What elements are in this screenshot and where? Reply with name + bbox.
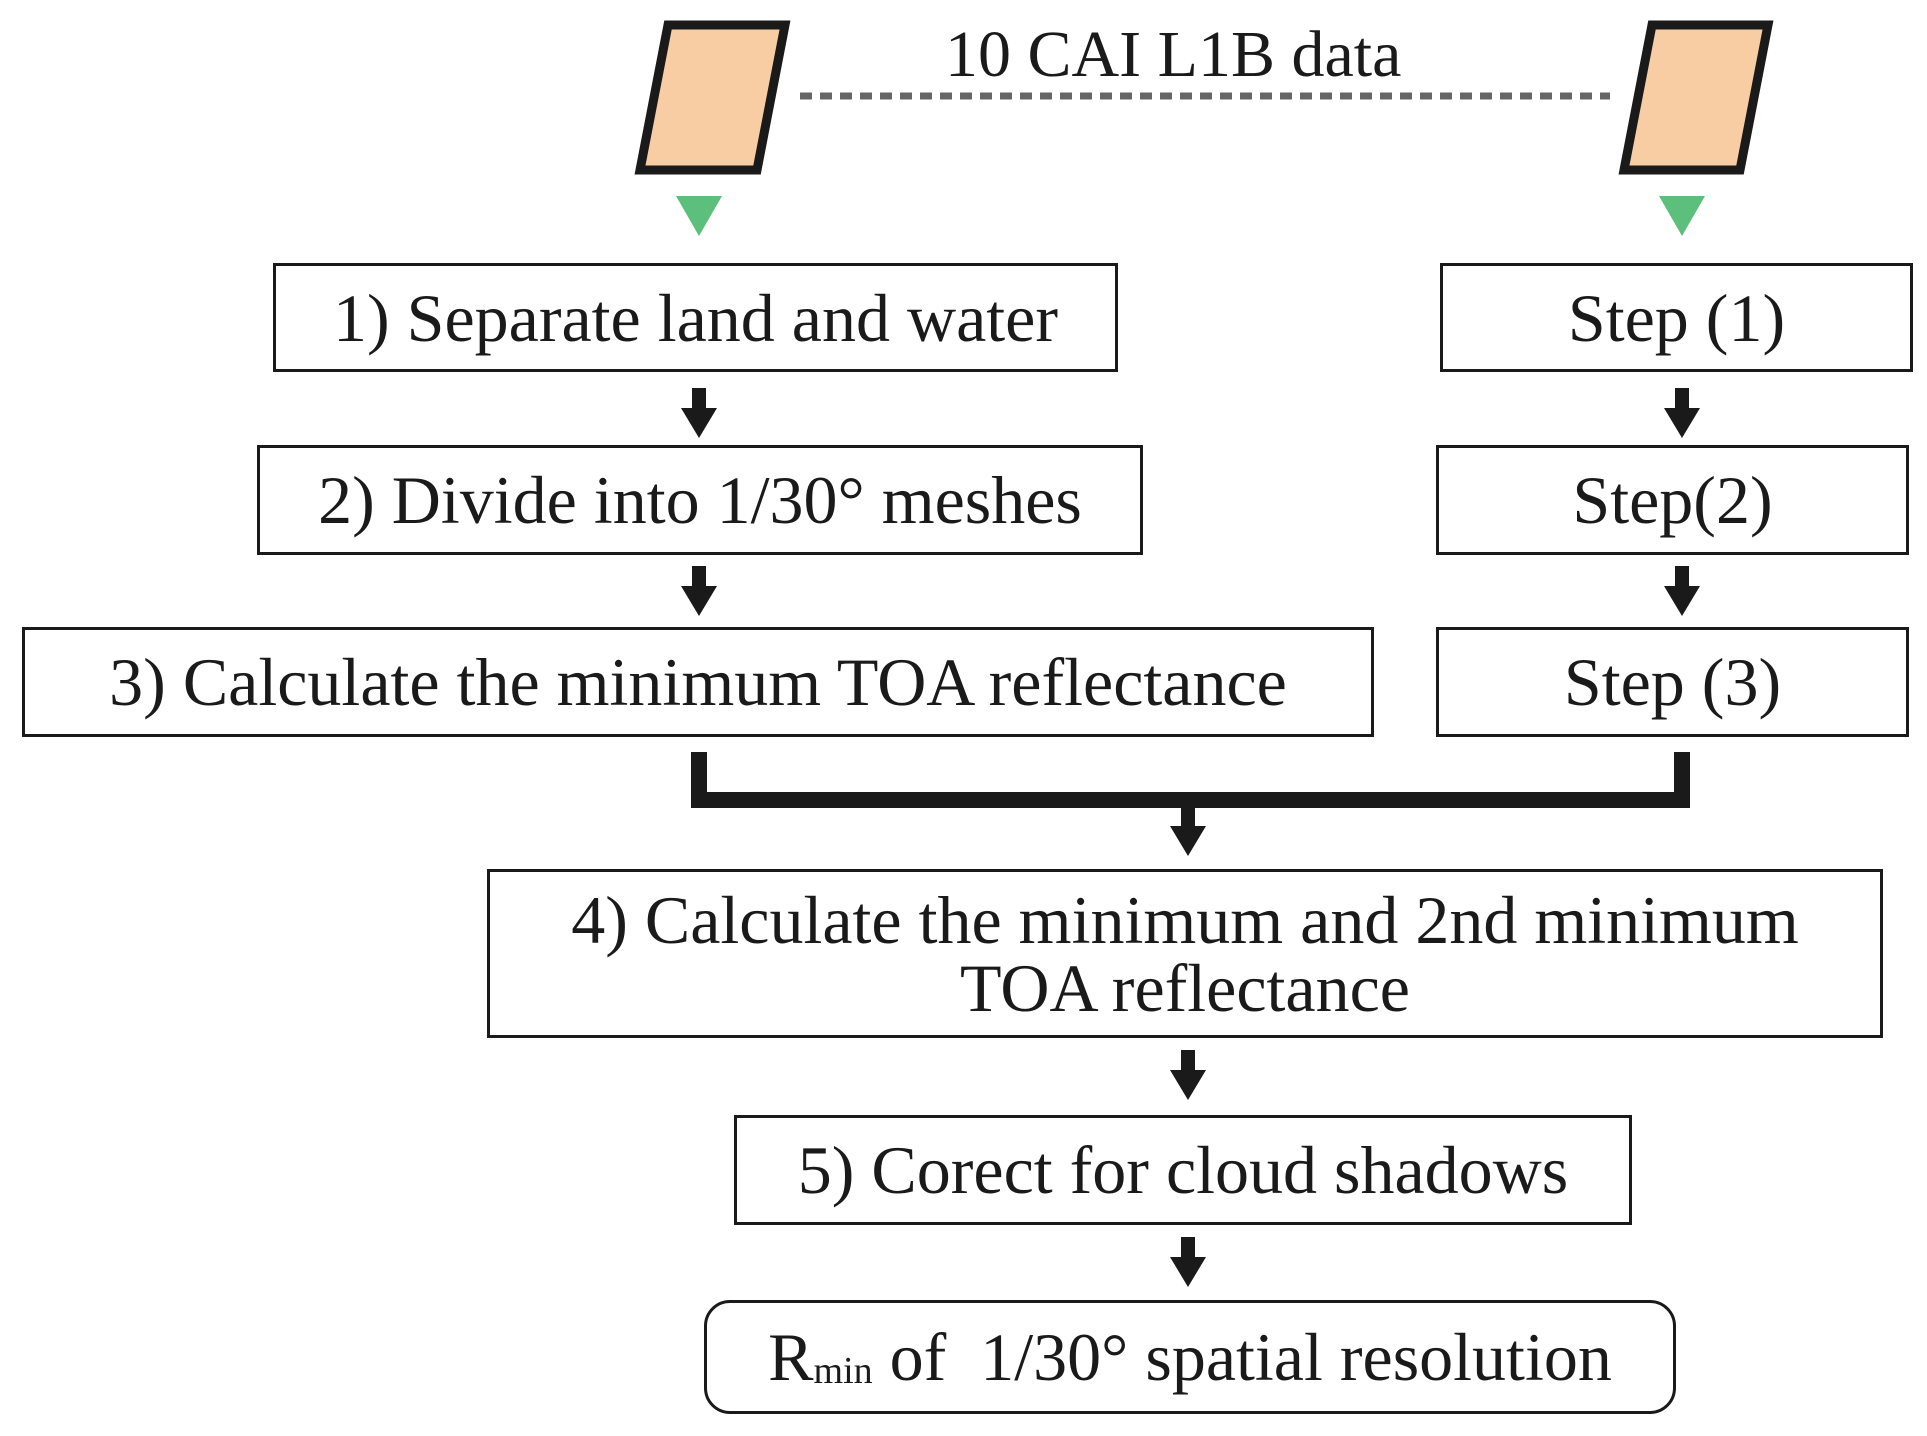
arrow-step5-to-result: [1170, 1237, 1206, 1287]
result-subscript: min: [813, 1350, 873, 1392]
arrow-left-1-2: [681, 388, 717, 438]
arrow-right-2-3: [1664, 566, 1700, 616]
step-2-box: 2) Divide into 1/30° meshes: [257, 445, 1143, 555]
step-4-box: 4) Calculate the minimum and 2nd minimum…: [487, 869, 1883, 1038]
result-text: of 1/30° spatial resolution: [872, 1319, 1612, 1395]
green-arrow-left-icon: [676, 196, 722, 236]
step-1-box: 1) Separate land and water: [273, 263, 1118, 372]
right-step-2-box: Step(2): [1436, 445, 1909, 555]
data-input-left-parallelogram: [634, 20, 791, 175]
data-input-title: 10 CAI L1B data: [945, 18, 1402, 91]
result-symbol: R: [768, 1319, 814, 1395]
right-step-1-box: Step (1): [1440, 263, 1913, 372]
green-arrow-right-icon: [1659, 196, 1705, 236]
arrow-left-2-3: [681, 566, 717, 616]
arrow-merge-to-step4: [1170, 806, 1206, 856]
arrow-step4-to-step5: [1170, 1050, 1206, 1100]
step-3-box: 3) Calculate the minimum TOA reflectance: [22, 627, 1374, 737]
step-4-line1: 4) Calculate the minimum and 2nd minimum: [571, 881, 1799, 958]
right-step-3-box: Step (3): [1436, 627, 1909, 737]
step-4-line2: TOA reflectance: [960, 949, 1410, 1026]
step-5-box: 5) Corect for cloud shadows: [734, 1115, 1632, 1225]
merge-bracket: [691, 752, 1690, 808]
arrow-right-1-2: [1664, 388, 1700, 438]
data-input-right-parallelogram: [1618, 20, 1774, 175]
